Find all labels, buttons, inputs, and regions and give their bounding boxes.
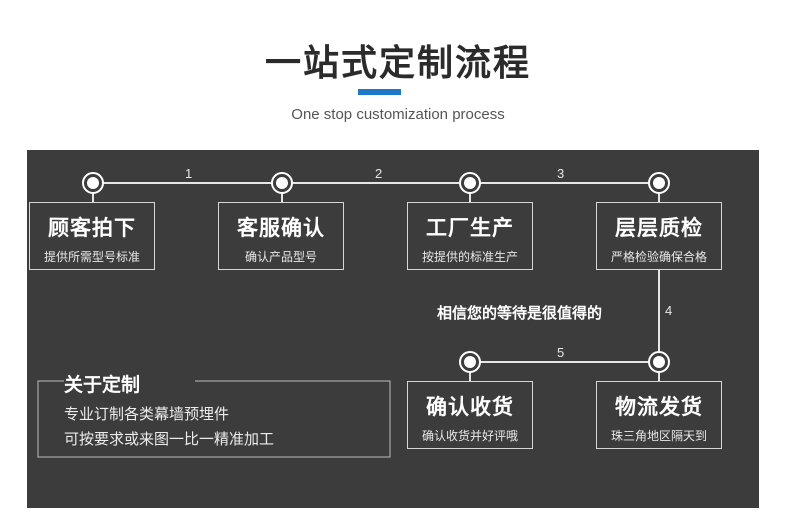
connector-label-5: 5 (557, 345, 565, 360)
step-title: 客服确认 (237, 216, 325, 240)
step-desc: 确认产品型号 (244, 250, 317, 264)
connector-label-4: 4 (665, 303, 673, 318)
step-quality-check: 层层质检 严格检验确保合格 (596, 202, 722, 270)
step-title: 工厂生产 (426, 216, 514, 240)
wait-note: 相信您的等待是很值得的 (437, 304, 603, 322)
about-title: 关于定制 (64, 374, 141, 396)
node-6 (648, 351, 670, 373)
connector-label-1: 1 (185, 166, 193, 181)
connector-label-3: 3 (557, 166, 565, 181)
step-desc: 确认收货并好评哦 (421, 429, 518, 443)
connector-label-2: 2 (375, 166, 383, 181)
step-title: 物流发货 (615, 395, 703, 419)
about-frame (37, 380, 391, 458)
node-3 (459, 172, 481, 194)
step-confirm-receipt: 确认收货 确认收货并好评哦 (407, 381, 533, 449)
title-accent-bar (358, 89, 401, 95)
step-shipping: 物流发货 珠三角地区隔天到 (596, 381, 722, 449)
step-factory-production: 工厂生产 按提供的标准生产 (407, 202, 533, 270)
step-title: 顾客拍下 (48, 216, 136, 240)
about-line-1: 专业订制各类幕墙预埋件 (64, 405, 230, 423)
step-desc: 提供所需型号标准 (43, 250, 140, 264)
step-title: 确认收货 (426, 395, 514, 419)
node-2 (271, 172, 293, 194)
about-line-2: 可按要求或来图一比一精准加工 (64, 430, 275, 448)
step-customer-order: 顾客拍下 提供所需型号标准 (29, 202, 155, 270)
node-5 (459, 351, 481, 373)
step-title: 层层质检 (615, 216, 703, 240)
step-desc: 按提供的标准生产 (421, 250, 518, 264)
page-title: 一站式定制流程 (264, 43, 531, 84)
step-desc: 珠三角地区隔天到 (610, 429, 707, 443)
node-1 (82, 172, 104, 194)
step-desc: 严格检验确保合格 (610, 250, 707, 264)
node-4 (648, 172, 670, 194)
page-subtitle: One stop customization process (291, 106, 505, 123)
step-service-confirm: 客服确认 确认产品型号 (218, 202, 344, 270)
